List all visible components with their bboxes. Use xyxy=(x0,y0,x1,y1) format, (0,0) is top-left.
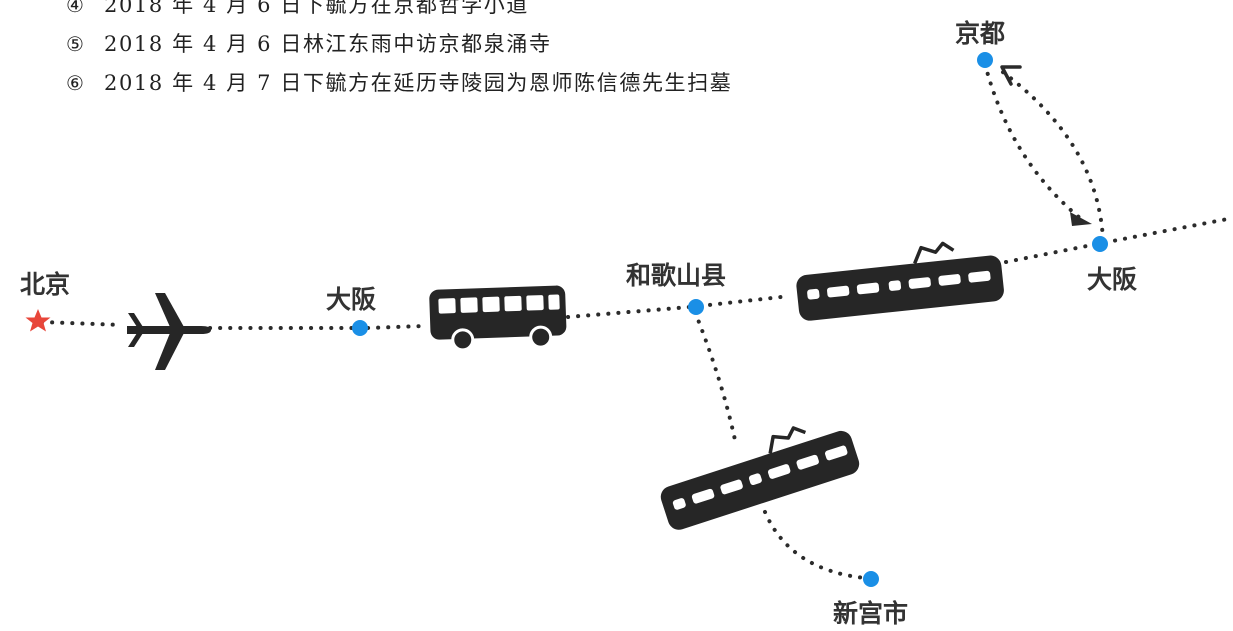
stop-dot-wakayama xyxy=(688,299,704,315)
arrowhead-icon xyxy=(1070,212,1092,226)
route-osaka-kyoto xyxy=(998,68,1105,242)
arrowhead-icon xyxy=(1000,65,1022,86)
start-star-icon xyxy=(25,309,51,332)
legend-number: ⑤ xyxy=(66,32,86,56)
place-label-osaka: 大阪 xyxy=(326,285,377,314)
legend: ④ 2018 年 4 月 6 日下毓方在京都哲学小道 ⑤ 2018 年 4 月 6 … xyxy=(66,0,732,103)
stop-dot-kyoto xyxy=(977,52,993,68)
place-label-kyoto: 京都 xyxy=(955,19,1006,48)
route-kyoto-osaka xyxy=(983,62,1082,220)
legend-text: 2018 年 4 月 6 日林江东雨中访京都泉涌寺 xyxy=(104,32,552,56)
place-label-osaka-east: 大阪 xyxy=(1087,265,1138,294)
legend-item-6: ⑥ 2018 年 4 月 7 日下毓方在延历寺陵园为恩师陈信德先生扫墓 xyxy=(66,64,732,103)
legend-number: ⑥ xyxy=(66,71,86,95)
route-beijing-osaka xyxy=(40,320,357,330)
route-wakayama-shingu xyxy=(693,310,867,580)
stop-dot-osaka-east xyxy=(1092,236,1108,252)
legend-text: 2018 年 4 月 6 日下毓方在京都哲学小道 xyxy=(104,0,529,17)
tram-icon xyxy=(796,241,1004,321)
route-osaka-wakayama xyxy=(366,305,692,330)
stop-dot-osaka xyxy=(352,320,368,336)
place-label-shingu: 新宫市 xyxy=(833,599,909,628)
legend-item-4: ④ 2018 年 4 月 6 日下毓方在京都哲学小道 xyxy=(66,0,732,25)
legend-number: ④ xyxy=(66,0,86,17)
legend-item-5: ⑤ 2018 年 4 月 6 日林江东雨中访京都泉涌寺 xyxy=(66,25,732,64)
bus-icon xyxy=(429,285,567,352)
tram-icon xyxy=(660,426,860,530)
place-label-wakayama: 和歌山县 xyxy=(626,261,727,290)
place-label-beijing: 北京 xyxy=(20,270,71,299)
stop-dot-shingu xyxy=(863,571,879,587)
legend-text: 2018 年 4 月 7 日下毓方在延历寺陵园为恩师陈信德先生扫墓 xyxy=(104,71,733,95)
airplane-icon xyxy=(127,293,211,370)
